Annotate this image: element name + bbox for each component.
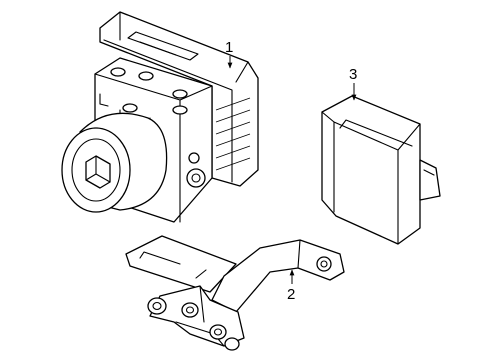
callout-label: 2: [287, 286, 295, 303]
bracket-bushing: [209, 324, 227, 340]
bracket-bushing: [147, 297, 167, 315]
brake-port: [172, 89, 188, 99]
side-port: [186, 168, 206, 188]
callout-3: 3: [349, 66, 357, 101]
control-module: [321, 95, 441, 245]
bracket-hole: [316, 256, 332, 272]
callout-label: 3: [349, 66, 357, 83]
callout-1: 1: [225, 39, 233, 69]
side-port: [188, 152, 200, 164]
brake-port: [110, 67, 126, 77]
brake-port: [138, 71, 154, 81]
brake-port: [172, 105, 188, 115]
brake-port: [122, 103, 138, 113]
mounting-bracket: [125, 235, 345, 351]
callout-label: 1: [225, 39, 233, 56]
module-connector: [419, 159, 441, 201]
pump-motor: [61, 112, 168, 213]
callout-2: 2: [287, 269, 295, 303]
bracket-bushing: [181, 302, 199, 318]
abs-modulator-unit: [61, 11, 259, 223]
housing-ribs: [215, 97, 251, 171]
bracket-bushing: [224, 337, 240, 351]
